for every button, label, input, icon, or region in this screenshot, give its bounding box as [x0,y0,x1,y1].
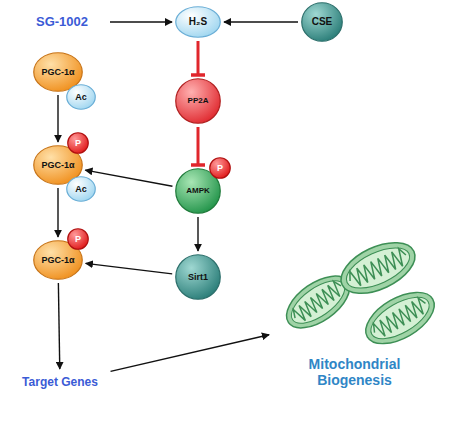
node-shape [68,229,89,250]
activation-arrow [224,21,298,22]
activation-arrow [57,95,58,142]
inhibition-connector [197,41,200,75]
node-text: Ac [75,184,87,194]
connector-layer [58,22,298,371]
node-shape [176,7,221,38]
mitochondria-illustration [278,232,443,354]
activation-arrow [57,188,58,237]
molecule-bubble: H₂S [175,6,221,38]
activation-arrow [197,217,198,251]
node-shape [176,79,221,124]
node-text: Ac [75,92,87,102]
node-text: P [75,234,81,244]
drug-label: SG-1002 [17,12,107,32]
node-text: P [75,138,81,148]
enzyme-sphere: CSE [301,2,343,42]
node-text: SG-1002 [36,15,88,30]
node-shape [68,133,89,154]
activation-arrow [58,283,59,369]
deacetylase-sphere: Sirt1 [175,254,221,300]
phosphate-tag: P [67,228,89,250]
node-text: AMPK [186,186,210,195]
activation-arrow [111,335,270,372]
activation-arrow [86,263,172,274]
phosphate-tag: P [209,157,231,179]
node-text: CSE [312,16,333,28]
node-text: H₂S [189,16,207,28]
target-label: Target Genes [10,372,110,394]
activation-arrow [110,21,172,22]
node-shape [210,158,231,179]
node-text: P [217,163,223,173]
node-shape [176,255,221,300]
phosphate-tag: P [67,132,89,154]
node-shape [67,85,96,110]
node-shape [34,241,83,280]
node-text: Mitochondrial Biogenesis [290,356,420,390]
node-shape [67,177,96,202]
node-text: Target Genes [22,376,98,390]
node-text: Sirt1 [188,272,208,282]
inhibition-connector [197,127,200,165]
node-text: PGC-1α [41,160,74,170]
node-text: PGC-1α [41,255,74,265]
acetyl-tag: Ac [66,176,96,202]
outcome-label: Mitochondrial Biogenesis [272,240,437,390]
acetyl-tag: Ac [66,84,96,110]
activation-arrow [85,170,172,186]
node-text: PGC-1α [41,67,74,77]
phosphatase-sphere: PP2A [175,78,221,124]
mitochondrion [357,282,442,354]
node-text: PP2A [188,96,209,105]
node-shape [302,3,343,42]
